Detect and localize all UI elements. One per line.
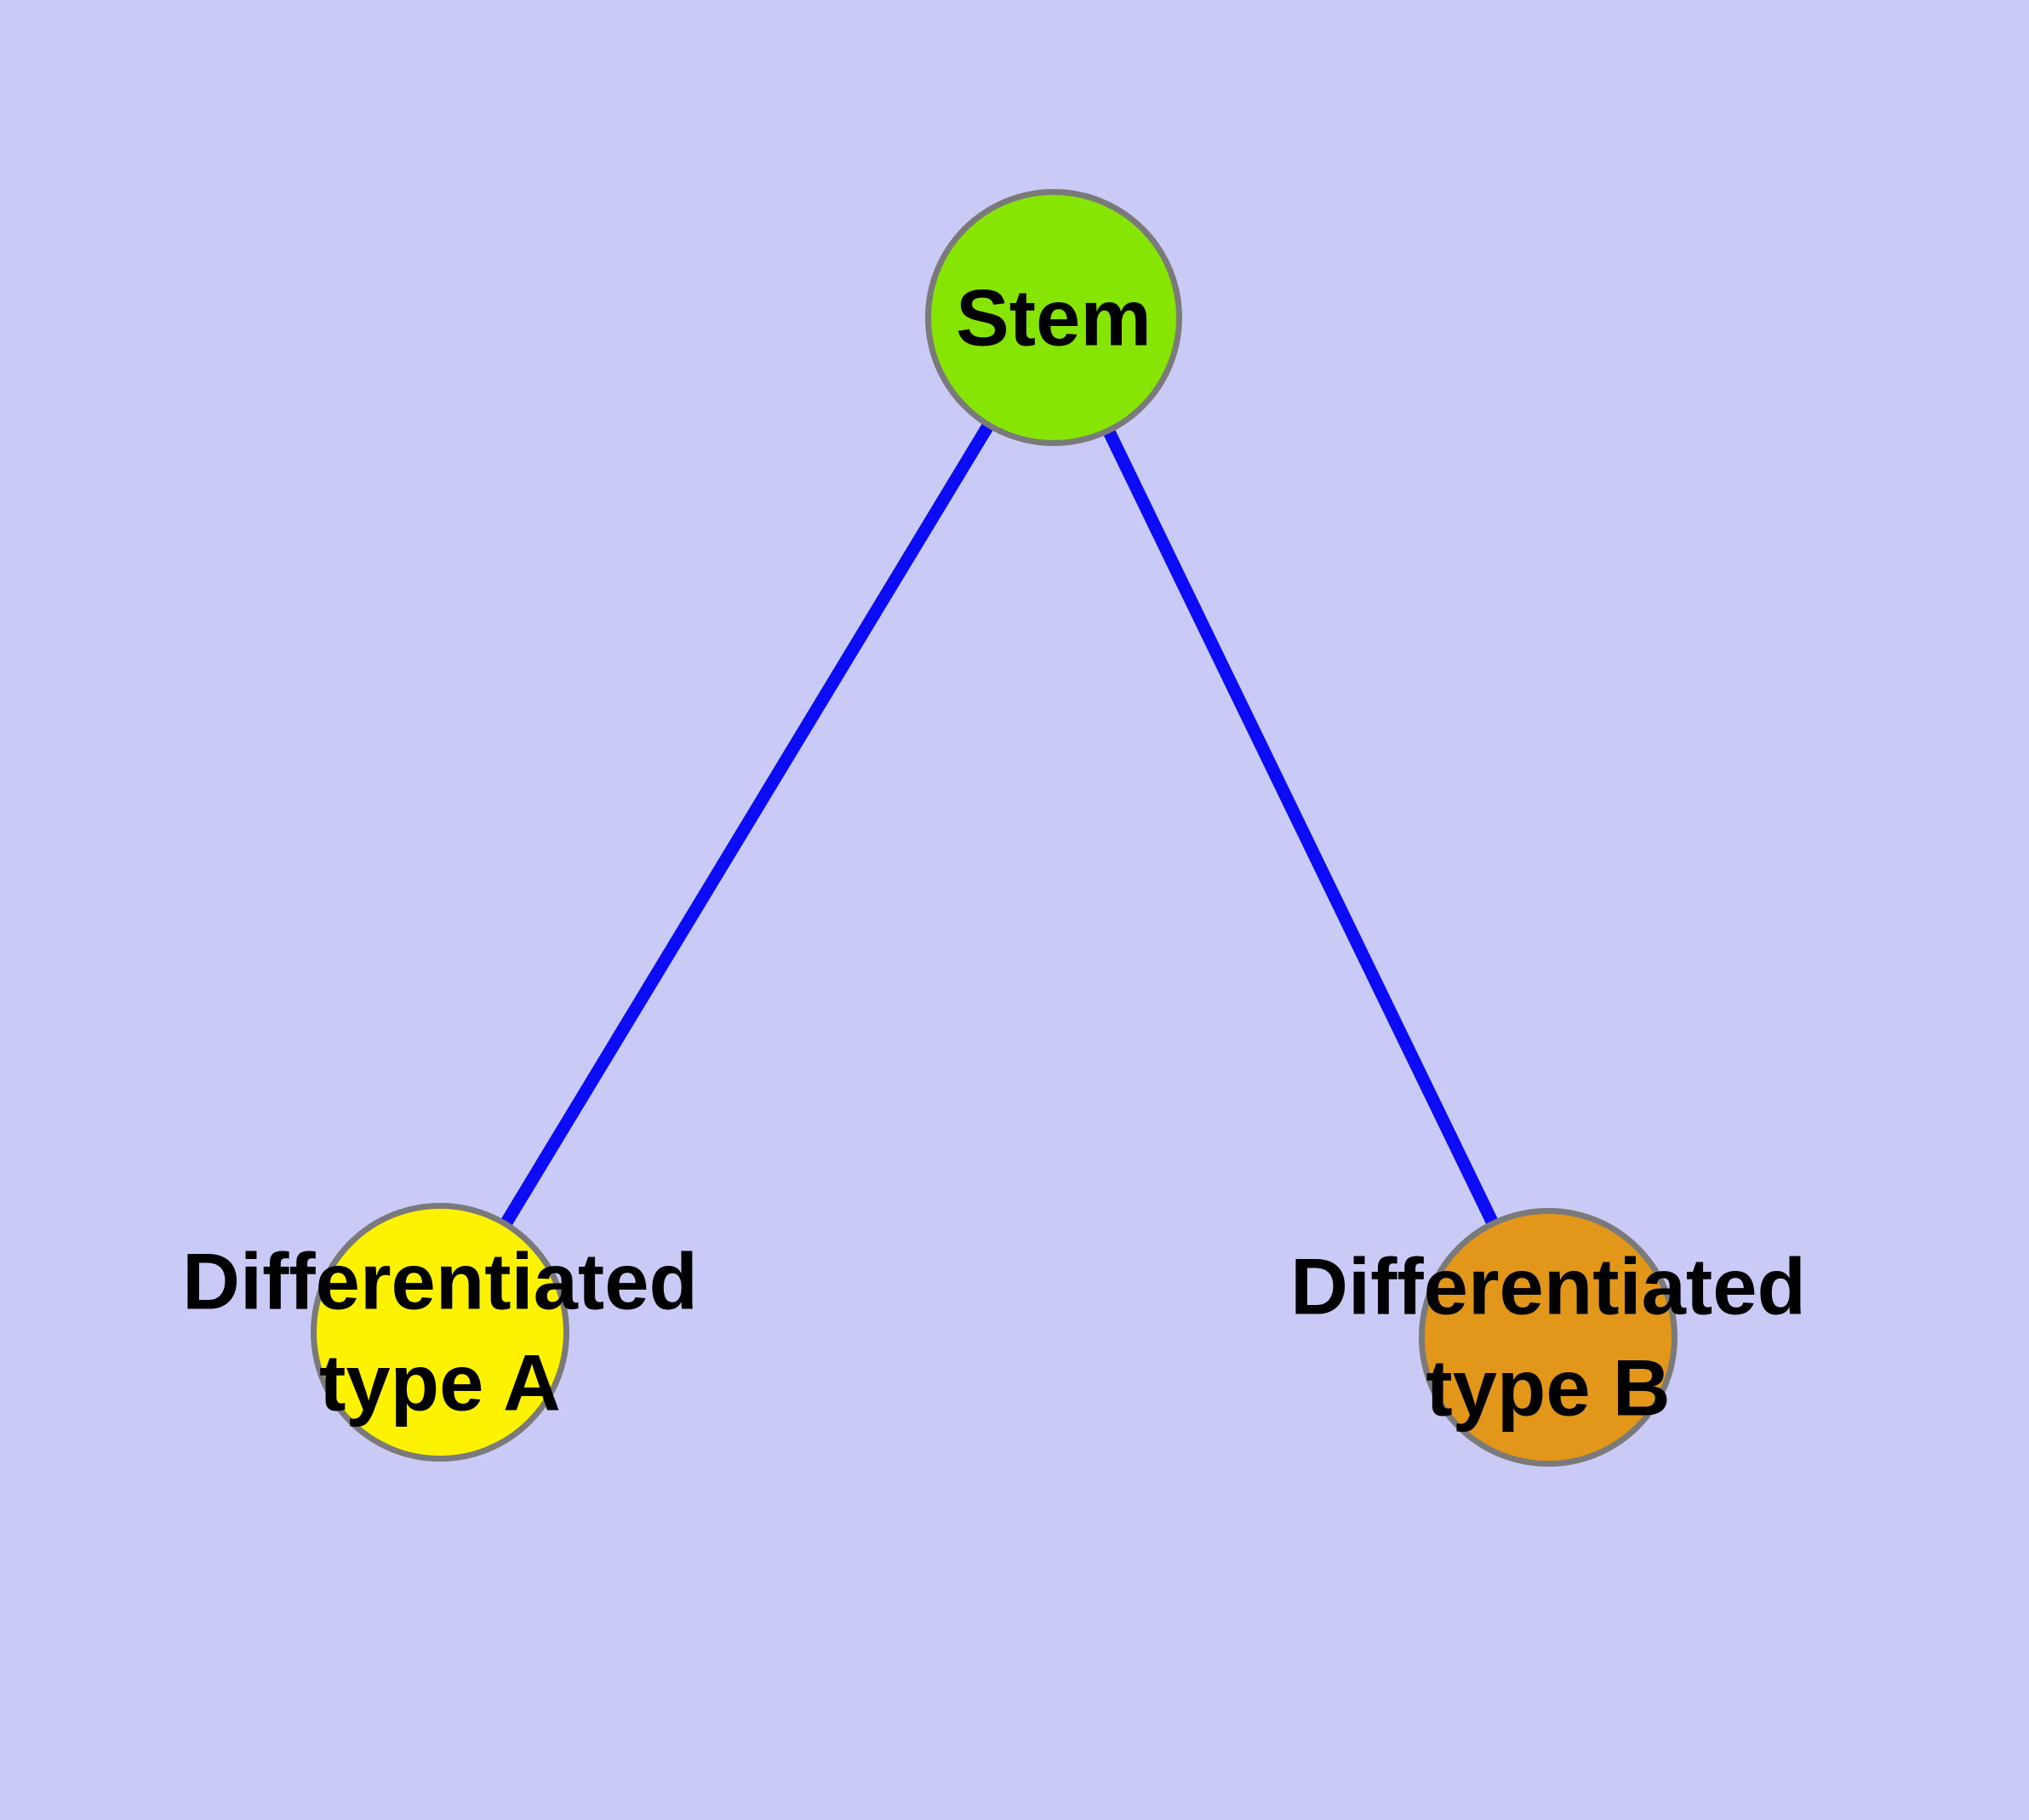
node-differentiated-type-a-label: Differentiated type A [182, 1236, 698, 1428]
node-stem [925, 189, 1182, 446]
edge-stem-to-type-b [1048, 314, 1554, 1341]
node-differentiated-type-b [1419, 1208, 1677, 1467]
node-differentiated-type-b-label: Differentiated type B [1290, 1241, 1806, 1433]
node-stem-label: Stem [956, 272, 1152, 363]
node-differentiated-type-a [311, 1203, 569, 1462]
edge-stem-to-type-a [434, 314, 1060, 1336]
